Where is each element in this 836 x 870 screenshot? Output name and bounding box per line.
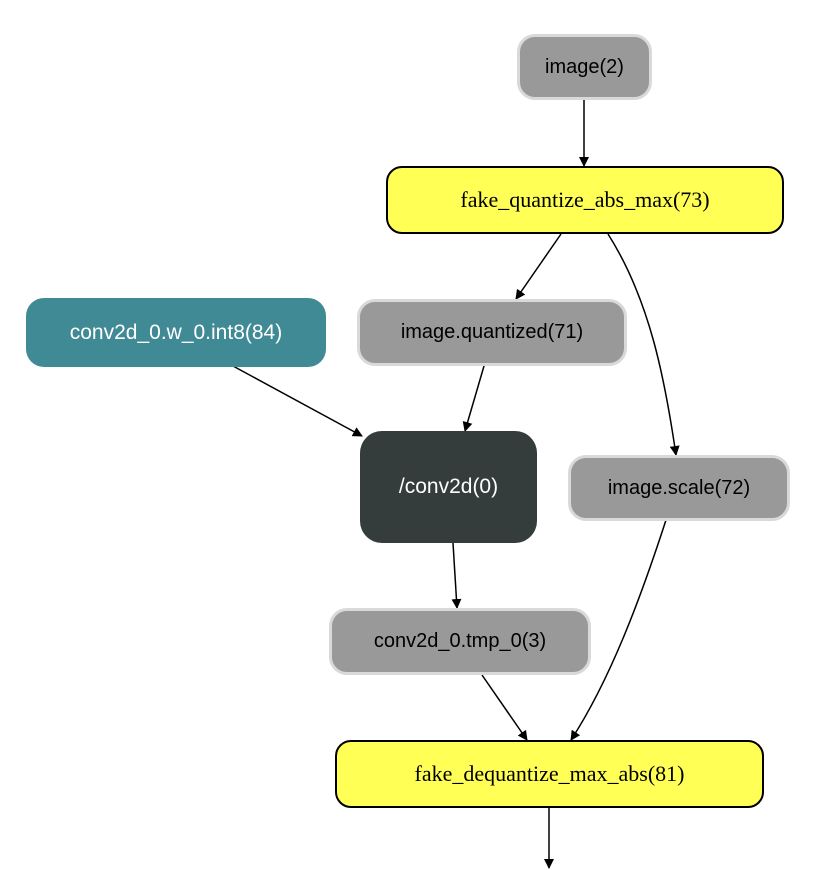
edge-fake-quantize-to-image-scale xyxy=(607,233,680,456)
node-conv2d-weight-label: conv2d_0.w_0.int8(84) xyxy=(69,320,283,344)
node-fake-quantize-abs-max[interactable]: fake_quantize_abs_max(73) xyxy=(386,166,784,234)
node-conv2d-weight[interactable]: conv2d_0.w_0.int8(84) xyxy=(26,298,326,367)
edge-weight-to-conv2d xyxy=(232,365,363,437)
node-image-label: image(2) xyxy=(545,55,624,78)
node-conv2d-label: /conv2d(0) xyxy=(398,475,499,498)
edge-image-quantized-to-conv2d xyxy=(462,365,485,432)
node-conv2d-tmp[interactable]: conv2d_0.tmp_0(3) xyxy=(329,608,591,675)
node-image-quantized[interactable]: image.quantized(71) xyxy=(357,299,627,366)
edge-conv2d-to-conv-tmp xyxy=(451,542,462,609)
edge-conv-tmp-to-fake-dequantize xyxy=(481,674,528,741)
node-fake-dequantize-max-abs[interactable]: fake_dequantize_max_abs(81) xyxy=(335,740,764,808)
edge-image-scale-to-fake-dequantize xyxy=(570,519,667,741)
node-conv2d-tmp-label: conv2d_0.tmp_0(3) xyxy=(373,630,547,652)
node-image[interactable]: image(2) xyxy=(517,34,652,100)
node-fake-quantize-label: fake_quantize_abs_max(73) xyxy=(460,187,710,212)
node-fake-dequantize-label: fake_dequantize_max_abs(81) xyxy=(414,761,685,786)
node-image-quantized-label: image.quantized(71) xyxy=(400,321,584,343)
edge-fake-quantize-to-image-quantized xyxy=(515,233,562,300)
node-image-scale-label: image.scale(72) xyxy=(607,476,751,499)
node-image-scale[interactable]: image.scale(72) xyxy=(568,455,790,521)
node-conv2d[interactable]: /conv2d(0) xyxy=(360,431,537,543)
